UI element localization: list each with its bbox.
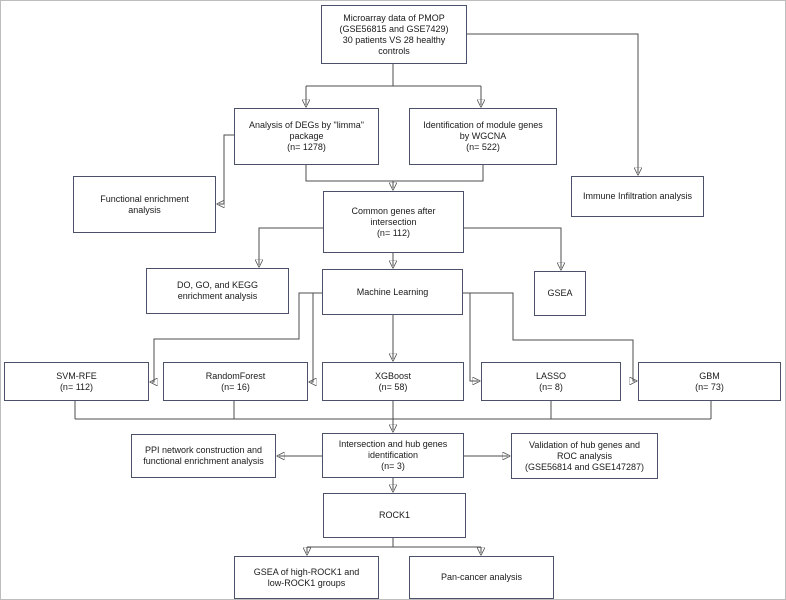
- edge-ml-to-gbm: [470, 292, 635, 381]
- edge-microarray-to-immune: [467, 33, 638, 173]
- node-gbm: GBM (n= 73): [638, 362, 781, 401]
- edge-common-to-dogo: [259, 227, 323, 265]
- node-wgcna-module-genes: Identification of module genes by WGCNA …: [409, 108, 557, 165]
- edge-merge-bus: [305, 165, 484, 182]
- edge-common-to-gsea: [464, 227, 561, 268]
- node-do-go-kegg: DO, GO, and KEGG enrichment analysis: [146, 268, 289, 314]
- node-intersection-hub-genes: Intersection and hub genes identificatio…: [322, 433, 464, 478]
- node-gsea: GSEA: [534, 271, 586, 316]
- edge-ml-to-svmrfe: [152, 292, 322, 382]
- node-functional-enrichment: Functional enrichment analysis: [73, 176, 216, 233]
- node-gsea-rock1-groups: GSEA of high-ROCK1 and low-ROCK1 groups: [234, 556, 379, 599]
- node-ppi-network: PPI network construction and functional …: [131, 434, 276, 478]
- node-lasso: LASSO (n= 8): [481, 362, 621, 401]
- edge-ml-to-randomforest: [311, 293, 313, 382]
- node-degs-limma: Analysis of DEGs by "limma" package (n= …: [234, 108, 379, 165]
- edge-degs-to-functional: [219, 134, 234, 204]
- node-pancancer: Pan-cancer analysis: [409, 556, 554, 599]
- node-xgboost: XGBoost (n= 58): [322, 362, 464, 401]
- node-immune-infiltration: Immune Infiltration analysis: [571, 176, 704, 217]
- node-randomforest: RandomForest (n= 16): [163, 362, 308, 401]
- edge-models-bus: [74, 401, 712, 420]
- node-machine-learning: Machine Learning: [322, 269, 463, 315]
- node-validation-roc: Validation of hub genes and ROC analysis…: [511, 433, 658, 479]
- node-rock1: ROCK1: [323, 493, 466, 538]
- node-microarray-data: Microarray data of PMOP (GSE56815 and GS…: [321, 5, 467, 64]
- edge-microarray-split: [306, 64, 481, 87]
- node-common-genes: Common genes after intersection (n= 112): [323, 191, 464, 253]
- node-svm-rfe: SVM-RFE (n= 112): [4, 362, 149, 401]
- edge-rock1-split: [307, 538, 481, 548]
- edge-ml-to-lasso: [463, 292, 478, 381]
